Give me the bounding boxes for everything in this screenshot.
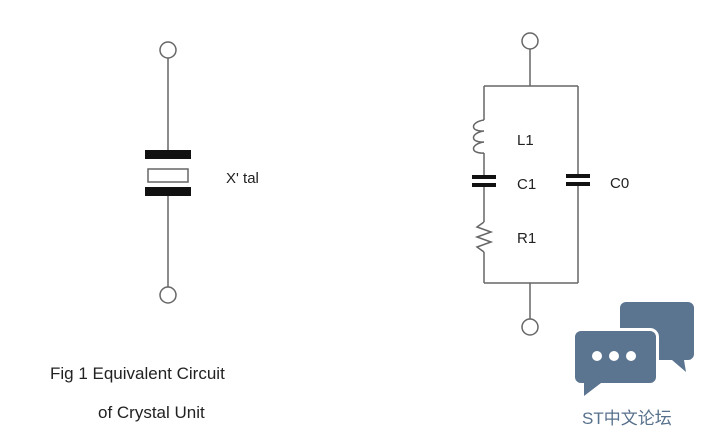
caption-line-1: Fig 1 Equivalent Circuit bbox=[50, 364, 225, 383]
chat-dot-2 bbox=[609, 351, 619, 361]
capacitor-c0-plate-bottom bbox=[566, 182, 590, 186]
label-c1: C1 bbox=[517, 176, 536, 193]
crystal-top-terminal bbox=[159, 41, 177, 59]
label-l1: L1 bbox=[517, 132, 534, 149]
capacitor-c1-plate-bottom bbox=[472, 183, 496, 187]
label-c0: C0 bbox=[610, 175, 629, 192]
equivalent-circuit bbox=[472, 32, 579, 336]
inductor-l1 bbox=[472, 119, 485, 154]
crystal-symbol bbox=[147, 41, 189, 304]
eq-bottom-terminal bbox=[521, 318, 539, 336]
capacitor-c1-plate-top bbox=[472, 175, 496, 179]
caption-line-2: of Crystal Unit bbox=[98, 403, 205, 422]
capacitor-c0-plate-top bbox=[566, 174, 590, 178]
resistor-r1 bbox=[474, 221, 494, 253]
crystal-body bbox=[147, 168, 189, 183]
crystal-bottom-terminal bbox=[159, 286, 177, 304]
crystal-label: X' tal bbox=[226, 170, 259, 187]
label-r1: R1 bbox=[517, 230, 536, 247]
crystal-bottom-plate bbox=[145, 187, 191, 196]
chat-bubble-front bbox=[575, 331, 656, 396]
crystal-top-plate bbox=[145, 150, 191, 159]
chat-dot-3 bbox=[626, 351, 636, 361]
eq-top-terminal bbox=[521, 32, 539, 50]
chat-bubbles-icon bbox=[569, 302, 694, 402]
chat-dot-1 bbox=[592, 351, 602, 361]
watermark-text: ST中文论坛 bbox=[582, 409, 672, 428]
